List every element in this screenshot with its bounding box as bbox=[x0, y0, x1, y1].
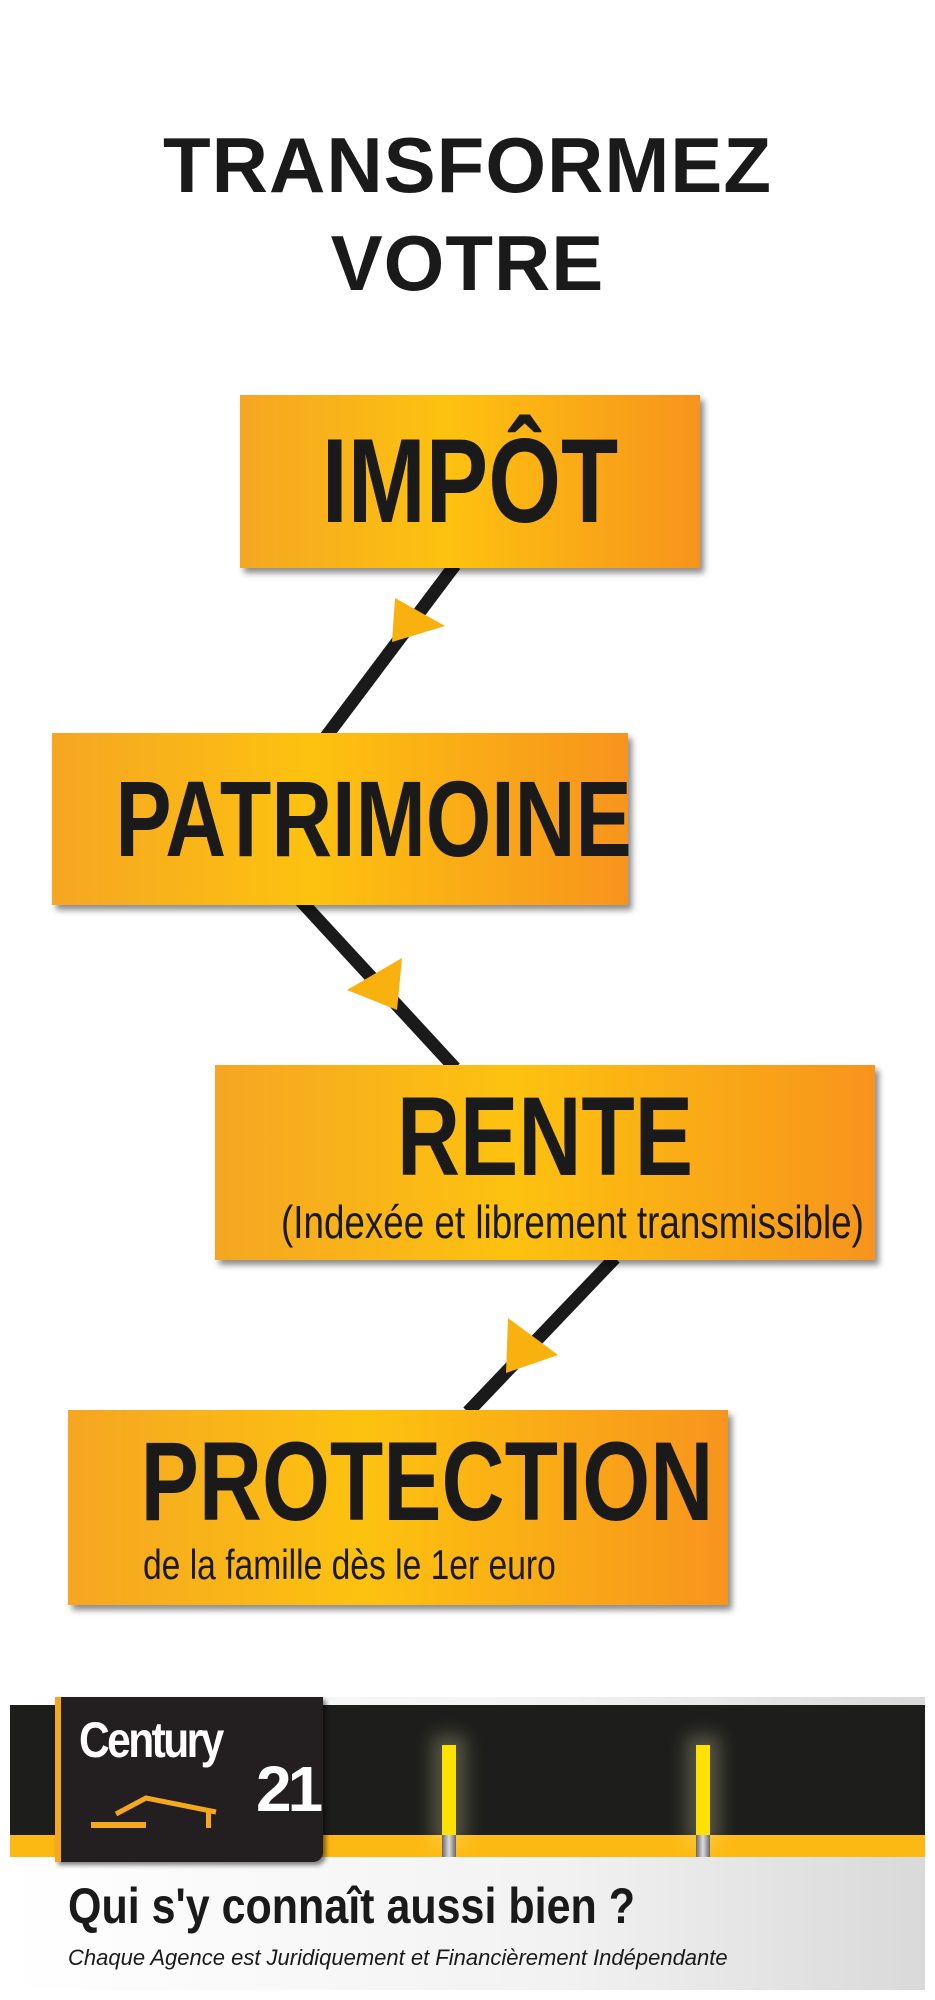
lamp-pole bbox=[696, 1835, 710, 1857]
step-rente: RENTE (Indexée et librement transmissibl… bbox=[215, 1065, 875, 1260]
step-subtitle: de la famille dès le 1er euro bbox=[143, 1541, 556, 1588]
lamp-icon bbox=[696, 1745, 710, 1835]
step-patrimoine: PATRIMOINE bbox=[52, 733, 632, 905]
logo-text: Century bbox=[79, 1712, 224, 1768]
step-title: RENTE bbox=[396, 1074, 694, 1199]
footer-banner: Century 21 Qui s'y connaît aussi bien ? … bbox=[10, 1697, 925, 1990]
logo-number: 21 bbox=[256, 1753, 323, 1825]
connector-line bbox=[319, 561, 461, 742]
connector-path bbox=[295, 561, 620, 1417]
connector-line bbox=[463, 1253, 620, 1417]
arrow-icon bbox=[392, 598, 445, 642]
arrow-icon bbox=[347, 958, 402, 1010]
century21-logo: Century 21 bbox=[55, 1697, 323, 1862]
headline-line-2: VOTRE bbox=[330, 219, 605, 307]
step-title: IMPÔT bbox=[321, 414, 619, 548]
step-title: PATRIMOINE bbox=[115, 758, 632, 879]
step-title: PROTECTION bbox=[140, 1419, 714, 1544]
legal-notice: Chaque Agence est Juridiquement et Finan… bbox=[68, 1945, 728, 1970]
slogan: Qui s'y connaît aussi bien ? bbox=[68, 1878, 635, 1934]
arrow-icon bbox=[506, 1318, 558, 1373]
house-roof-icon bbox=[91, 1795, 217, 1828]
step-impot: IMPÔT bbox=[240, 395, 700, 568]
lamp-icon bbox=[442, 1745, 456, 1835]
lamp-pole bbox=[442, 1835, 456, 1857]
headline-line-1: TRANSFORMEZ bbox=[163, 121, 772, 209]
step-protection: PROTECTION de la famille dès le 1er euro bbox=[68, 1410, 728, 1605]
step-subtitle: (Indexée et librement transmissible) bbox=[281, 1196, 864, 1248]
